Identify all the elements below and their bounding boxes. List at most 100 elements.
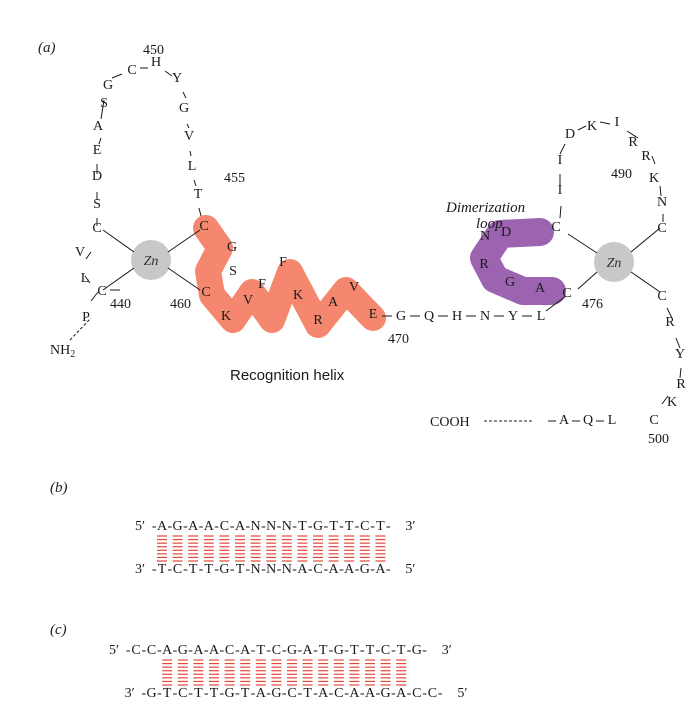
- residue-37: C: [562, 286, 571, 301]
- residue-number-460: 460: [170, 297, 191, 312]
- dna-c-top-base-18: G: [412, 643, 422, 658]
- dna-c-top-base-1: C: [147, 643, 156, 658]
- dna-c-bottom-dash-8: -: [266, 686, 271, 701]
- residue-35: Y: [508, 309, 518, 324]
- dna-b-bottom-base-10: C: [313, 562, 322, 577]
- residue-6: D: [92, 169, 102, 184]
- dna-b-bottom-base-9: A: [297, 562, 308, 577]
- dna-b-top-dash-12: -: [339, 519, 344, 534]
- residue-44: I: [558, 183, 563, 198]
- residue-25: R: [313, 313, 323, 328]
- residue-42: D: [501, 225, 511, 240]
- dna-b-bottom-base-6: N: [251, 562, 261, 577]
- dna-c-top-dash-12: -: [313, 643, 318, 658]
- residue-39: G: [505, 275, 515, 290]
- dna-c-bottom-base-16: A: [396, 686, 407, 701]
- dna-b-bottom-dash-1: -: [167, 562, 172, 577]
- dna-b-top-base-6: N: [251, 519, 261, 534]
- residue-62: A: [559, 413, 570, 428]
- residue-50: R: [641, 149, 651, 164]
- dna-c-top-base-9: C: [272, 643, 281, 658]
- zinc-ion-right: [594, 242, 634, 282]
- dna-c-bottom-base-4: T: [210, 686, 219, 701]
- dna-b-bottom-prime-left: 3′: [135, 562, 145, 577]
- residue-18: C: [199, 219, 208, 234]
- dna-c-top-dash-8: -: [251, 643, 256, 658]
- residue-38: A: [535, 281, 546, 296]
- dna-c-top-dash-end: -: [422, 643, 427, 658]
- dna-b-top-dash-13: -: [355, 519, 360, 534]
- n-terminus: NH2: [50, 343, 75, 360]
- zinc-coordination-bonds: [102, 227, 661, 293]
- residue-46: D: [565, 127, 575, 142]
- dna-c-bottom-base-7: A: [256, 686, 267, 701]
- zinc-label-right: Zn: [607, 256, 622, 271]
- dna-c-top-dash-7: -: [235, 643, 240, 658]
- dna-b-bottom-dash-5: -: [230, 562, 235, 577]
- dna-c-bottom-base-0: G: [147, 686, 157, 701]
- dna-b-bottom-base-0: T: [158, 562, 167, 577]
- dna-b-bottom-prime-right: 5′: [405, 562, 415, 577]
- dna-c-top-dash-1: -: [141, 643, 146, 658]
- residue-40: R: [479, 257, 489, 272]
- dna-c-top-base-13: G: [334, 643, 344, 658]
- dna-c-bottom-dash-14: -: [360, 686, 365, 701]
- dna-c-top-base-7: A: [240, 643, 251, 658]
- residue-33: H: [452, 309, 462, 324]
- dna-b-bottom-dash-4: -: [214, 562, 219, 577]
- recognition-helix-label: Recognition helix: [230, 367, 345, 384]
- residue-14: G: [179, 101, 189, 116]
- dna-c-bottom-base-14: A: [365, 686, 376, 701]
- dna-b-top-dash-5: -: [230, 519, 235, 534]
- residue-49: R: [628, 135, 638, 150]
- dimerization-loop-highlight: [470, 218, 566, 305]
- dna-b-bottom-dash-end: -: [386, 562, 391, 577]
- residue-8: A: [93, 119, 104, 134]
- dna-c-bottom-base-12: C: [334, 686, 343, 701]
- dna-b-top-dash-11: -: [323, 519, 328, 534]
- residue-20: K: [221, 309, 231, 324]
- dna-c-bottom-dash-2: -: [173, 686, 178, 701]
- dna-c-top-dash-6: -: [219, 643, 224, 658]
- dna-c-bottom-prime-right: 5′: [457, 686, 467, 701]
- dna-c-top-base-14: T: [350, 643, 359, 658]
- zinc-ion-left: [131, 240, 171, 280]
- dna-b-top-base-11: T: [329, 519, 338, 534]
- dna-b-bottom-dash-12: -: [339, 562, 344, 577]
- dna-c-bottom-prime-left: 3′: [125, 686, 135, 701]
- dna-c-bottom-dash-1: -: [157, 686, 162, 701]
- residue-2: L: [81, 271, 90, 286]
- residue-17: T: [194, 187, 203, 202]
- dna-b-top-prime-right: 3′: [405, 519, 415, 534]
- residue-5: S: [93, 197, 101, 212]
- panel-label-a: (a): [38, 40, 56, 56]
- residue-9: S: [100, 96, 108, 111]
- dna-c-bottom-base-15: G: [381, 686, 391, 701]
- dna-c-top-base-17: T: [397, 643, 406, 658]
- dna-c-top-prime-right: 3′: [442, 643, 452, 658]
- dna-c-top-dash-2: -: [157, 643, 162, 658]
- residue-1: C: [97, 284, 106, 299]
- dna-c-bottom-dash-16: -: [391, 686, 396, 701]
- residue-4: C: [92, 221, 101, 236]
- residue-53: C: [657, 221, 666, 236]
- dna-b-top-dash-1: -: [167, 519, 172, 534]
- residue-30: S: [229, 264, 237, 279]
- dna-c-top-base-11: A: [303, 643, 314, 658]
- dna-c-bottom-dash-end: -: [438, 686, 443, 701]
- dna-c-bottom-dash-17: -: [407, 686, 412, 701]
- residue-28: E: [369, 307, 378, 322]
- dna-b-bottom-dash-3: -: [199, 562, 204, 577]
- dna-b-top-base-5: A: [235, 519, 246, 534]
- residue-number-500: 500: [648, 432, 669, 447]
- dna-c-bottom-dash-10: -: [297, 686, 302, 701]
- dna-c-top-dash-18: -: [407, 643, 412, 658]
- dna-c-top-dash-11: -: [297, 643, 302, 658]
- dna-c-top-dash-9: -: [266, 643, 271, 658]
- dna-c-top-base-10: G: [287, 643, 297, 658]
- dna-b-bottom-base-14: A: [375, 562, 386, 577]
- dna-c-top-base-15: T: [366, 643, 375, 658]
- dna-b-top-base-3: A: [204, 519, 215, 534]
